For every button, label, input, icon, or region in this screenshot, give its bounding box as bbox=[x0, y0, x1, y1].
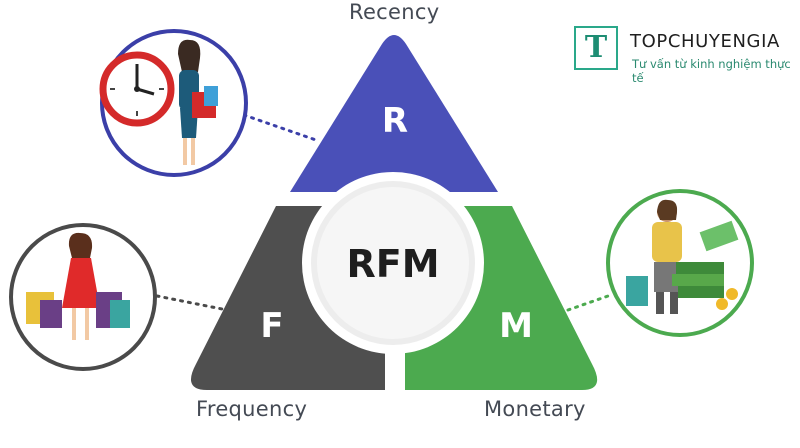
man-with-money-icon bbox=[606, 189, 754, 337]
label-frequency: Frequency bbox=[196, 397, 308, 421]
connector-monetary bbox=[566, 294, 610, 312]
center-label: RFM bbox=[346, 242, 439, 286]
segment-letter-m: M bbox=[499, 306, 533, 346]
clock-shopper-woman-icon bbox=[99, 29, 248, 177]
label-monetary: Monetary bbox=[484, 397, 586, 421]
brand-tagline: Tư vấn từ kinh nghiệm thực tế bbox=[632, 57, 791, 85]
segment-letter-r: R bbox=[382, 101, 408, 141]
brand-name: TOPCHUYENGIA bbox=[630, 31, 780, 52]
connector-recency bbox=[242, 113, 318, 142]
connector-frequency bbox=[155, 294, 229, 312]
brand-logo-letter: T bbox=[584, 30, 608, 65]
shopping-bags-woman-icon bbox=[9, 223, 157, 371]
label-recency: Recency bbox=[349, 0, 440, 24]
brand-logo: T bbox=[574, 26, 618, 70]
brand: T TOPCHUYENGIA Tư vấn từ kinh nghiệm thự… bbox=[572, 24, 798, 85]
segment-recency bbox=[290, 35, 498, 192]
segment-letter-f: F bbox=[260, 306, 283, 346]
